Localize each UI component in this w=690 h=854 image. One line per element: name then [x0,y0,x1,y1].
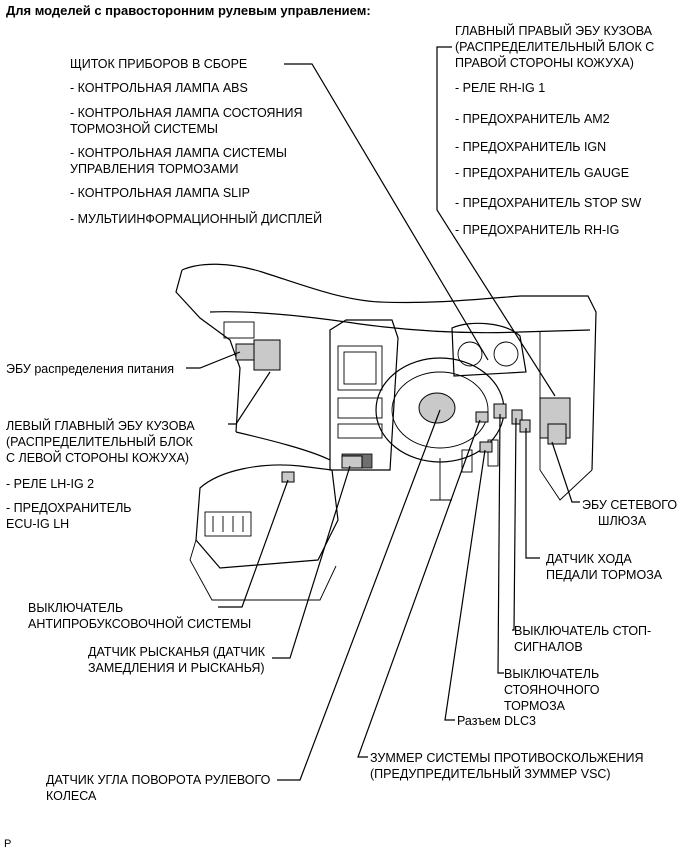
dlc3-shape [479,441,493,453]
instrument-cluster-item: - КОНТРОЛЬНАЯ ЛАМПА СОСТОЯНИЯ [70,106,303,120]
dlc3-label: Разъем DLC3 [457,714,536,728]
stop-light-switch-label: ВЫКЛЮЧАТЕЛЬ СТОП- [514,624,652,638]
instrument-cluster-item: - МУЛЬТИИНФОРМАЦИОННЫЙ ДИСПЛЕЙ [70,212,323,226]
leader-lines [186,46,580,781]
rh-body-ecu-header: ПРАВОЙ СТОРОНЫ КОЖУХА) [455,56,634,70]
yaw-rate-sensor-label: ЗАМЕДЛЕНИЯ И РЫСКАНЬЯ) [88,661,265,675]
lh-main-body-ecu-shape [253,339,281,371]
traction-switch-label: АНТИПРОБУКСОВОЧНОЙ СИСТЕМЫ [28,617,252,631]
rh-body-ecu-item: - ПРЕДОХРАНИТЕЛЬ GAUGE [455,166,630,180]
lh-body-ecu-item: - РЕЛЕ LH-IG 2 [6,477,95,491]
page-title: Для моделей с правосторонним рулевым упр… [6,3,371,18]
instrument-cluster-item: ТОРМОЗНОЙ СИСТЕМЫ [70,122,218,136]
rh-body-ecu-item: - ПРЕДОХРАНИТЕЛЬ IGN [455,140,607,154]
lh-body-ecu-header: ЛЕВЫЙ ГЛАВНЫЙ ЭБУ КУЗОВА [6,419,195,433]
lh-body-ecu-item: ECU-IG LH [6,517,70,531]
dashboard-outline [175,263,597,601]
network-gateway-ecu-shape [547,423,567,445]
stop-switch-shape [511,409,523,425]
rh-body-ecu-item: - ПРЕДОХРАНИТЕЛЬ AM2 [455,112,610,126]
brake-stroke-sensor-shape [519,419,531,433]
skid-buzzer-label: (ПРЕДУПРЕДИТЕЛЬНЫЙ ЗУММЕР VSC) [370,767,611,781]
instrument-cluster-item: УПРАВЛЕНИЯ ТОРМОЗАМИ [70,162,239,176]
parking-brake-switch-label: ВЫКЛЮЧАТЕЛЬ [504,667,600,681]
skid-buzzer-shape [475,411,489,423]
components [235,339,571,483]
skid-buzzer-label: ЗУММЕР СИСТЕМЫ ПРОТИВОСКОЛЬЖЕНИЯ [370,751,644,765]
rh-body-ecu-item: - РЕЛЕ RH-IG 1 [455,81,546,95]
traction-switch-label: ВЫКЛЮЧАТЕЛЬ [28,601,124,615]
steering-angle-sensor-label: ДАТЧИК УГЛА ПОВОРОТА РУЛЕВОГО [46,773,271,787]
steering-angle-sensor-label: КОЛЕСА [46,789,97,803]
footer-code: P [4,838,12,850]
instrument-cluster-item: - КОНТРОЛЬНАЯ ЛАМПА ABS [70,81,248,95]
yaw-sensor-shape [341,455,363,469]
network-gateway-ecu-label: ЭБУ СЕТЕВОГО [582,498,678,512]
power-distribution-ecu-label: ЭБУ распределения питания [6,362,175,376]
parking-brake-switch-label: ТОРМОЗА [504,699,566,713]
lh-body-ecu-header: (РАСПРЕДЕЛИТЕЛЬНЫЙ БЛОК [6,435,193,449]
yaw-rate-sensor-label: ДАТЧИК РЫСКАНЬЯ (ДАТЧИК [88,645,265,659]
instrument-cluster-item: - КОНТРОЛЬНАЯ ЛАМПА СИСТЕМЫ [70,146,287,160]
traction-switch-shape [281,471,295,483]
rh-body-ecu-item: - ПРЕДОХРАНИТЕЛЬ STOP SW [455,196,642,210]
stop-light-switch-label: СИГНАЛОВ [514,640,583,654]
network-gateway-ecu-label: ШЛЮЗА [598,514,647,528]
instrument-cluster-header: ЩИТОК ПРИБОРОВ В СБОРЕ [70,57,248,71]
lh-body-ecu-header: С ЛЕВОЙ СТОРОНЫ КОЖУХА) [6,451,190,465]
rh-body-ecu-header: (РАСПРЕДЕЛИТЕЛЬНЫЙ БЛОК С [455,40,655,54]
rh-body-ecu-header: ГЛАВНЫЙ ПРАВЫЙ ЭБУ КУЗОВА [455,24,652,38]
rh-body-ecu-item: - ПРЕДОХРАНИТЕЛЬ RH-IG [455,223,620,237]
parking-brake-switch-label: СТОЯНОЧНОГО [504,683,600,697]
brake-stroke-sensor-label: ПЕДАЛИ ТОРМОЗА [546,568,663,582]
instrument-cluster-item: - КОНТРОЛЬНАЯ ЛАМПА SLIP [70,186,250,200]
brake-stroke-sensor-label: ДАТЧИК ХОДА [546,552,632,566]
lh-body-ecu-item: - ПРЕДОХРАНИТЕЛЬ [6,501,132,515]
